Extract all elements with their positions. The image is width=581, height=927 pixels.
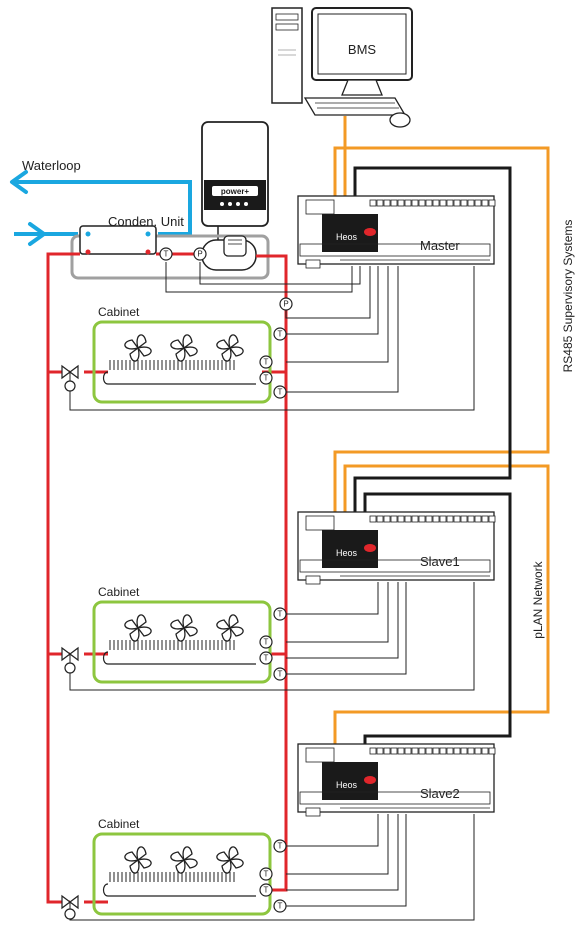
rs485-supervisory-label: RS485 Supervisory Systems [561, 220, 575, 373]
sensor-master-t1: T [159, 247, 173, 261]
slave2-brand: Heos [336, 780, 358, 790]
svg-text:T: T [264, 654, 269, 663]
sensor-cab1-t1: T [273, 327, 287, 341]
sensor-cab2-t2: T [259, 635, 273, 649]
svg-text:T: T [278, 330, 283, 339]
controller-slave2 [297, 743, 496, 817]
expansion-valve-3-icon [61, 894, 79, 920]
compressor-icon [201, 235, 257, 271]
cabinet-1-label: Cabinet [98, 305, 140, 319]
refrigerant-piping [46, 252, 288, 904]
svg-text:T: T [278, 842, 283, 851]
sensor-master-p1: P [193, 247, 207, 261]
master-brand: Heos [336, 232, 358, 242]
svg-text:T: T [264, 374, 269, 383]
bms-label: BMS [348, 42, 377, 57]
cabinet-3-label: Cabinet [98, 817, 140, 831]
sensor-cab3-t4: T [273, 899, 287, 913]
controller-master [297, 195, 496, 269]
expansion-valve-2-icon [61, 646, 79, 674]
sensor-cab3-t3: T [259, 883, 273, 897]
heat-exchanger-icon [79, 225, 157, 255]
rs485-supervisory-bus [333, 116, 550, 746]
svg-text:T: T [278, 902, 283, 911]
sensor-cab3-t2: T [259, 867, 273, 881]
svg-text:T: T [164, 250, 169, 259]
cabinet-1 [92, 320, 272, 404]
svg-text:T: T [264, 886, 269, 895]
svg-text:T: T [278, 388, 283, 397]
slave1-label: Slave1 [420, 554, 460, 569]
waterloop-in-arrow-icon [28, 222, 46, 246]
sensor-cab2-t1: T [273, 607, 287, 621]
sensor-cab2-t4: T [273, 667, 287, 681]
svg-text:T: T [278, 610, 283, 619]
sensor-cab1-t2: T [259, 355, 273, 369]
master-label: Master [420, 238, 460, 253]
svg-text:P: P [197, 250, 202, 259]
svg-text:T: T [264, 358, 269, 367]
sensor-master-p2: P [279, 297, 293, 311]
plan-network-bus [353, 166, 512, 746]
power-plus-brand: power+ [221, 187, 250, 196]
waterloop-out-arrow-icon [10, 170, 28, 194]
cabinet-2 [92, 600, 272, 684]
sensor-cab3-t1: T [273, 839, 287, 853]
cabinet-3 [92, 832, 272, 916]
svg-text:T: T [278, 670, 283, 679]
svg-text:P: P [283, 300, 288, 309]
svg-text:T: T [264, 638, 269, 647]
cabinet-2-label: Cabinet [98, 585, 140, 599]
svg-text:T: T [264, 870, 269, 879]
sensor-cab1-t3: T [259, 371, 273, 385]
expansion-valve-1-icon [61, 364, 79, 392]
plan-network-label: pLAN Network [531, 560, 545, 638]
power-plus-drive-icon [201, 121, 269, 240]
bms-computer-icon [271, 7, 413, 128]
slave1-brand: Heos [336, 548, 358, 558]
sensor-cab1-t4: T [273, 385, 287, 399]
controller-slave1 [297, 511, 496, 585]
waterloop-label: Waterloop [22, 158, 81, 173]
sensor-cab2-t3: T [259, 651, 273, 665]
slave2-label: Slave2 [420, 786, 460, 801]
